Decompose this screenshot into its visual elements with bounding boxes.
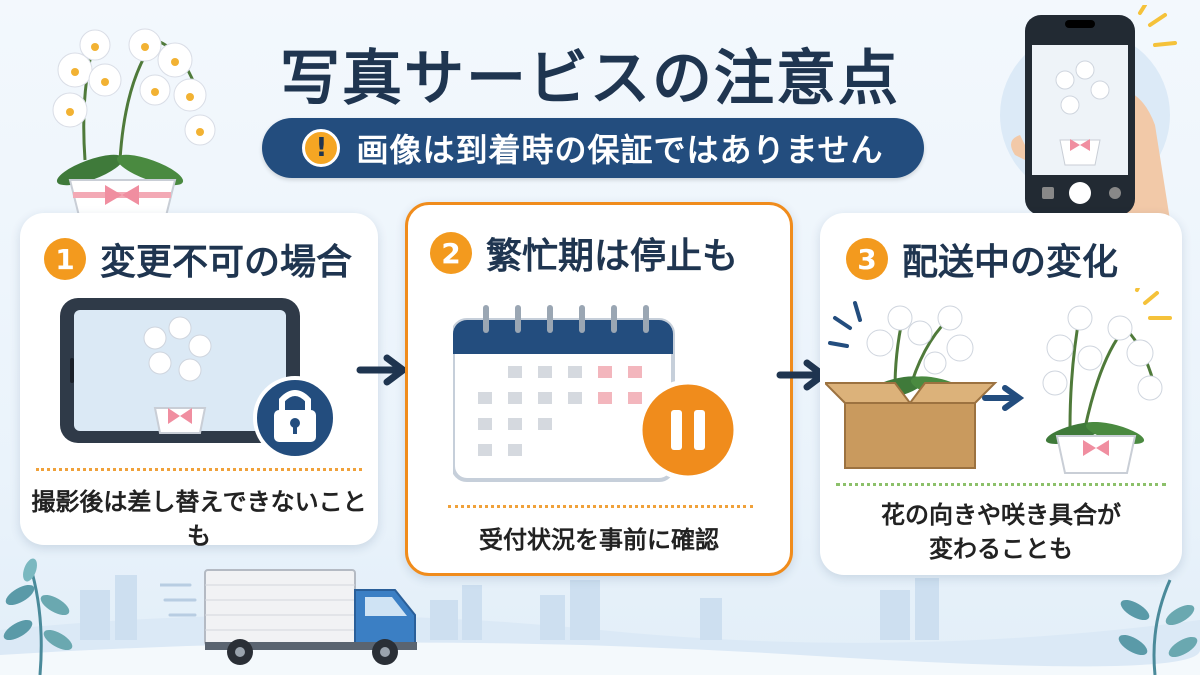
card2-header: 2 繁忙期は停止も (430, 227, 738, 279)
locked-phone-icon (60, 298, 337, 458)
notice-banner: ! 画像は到着時の保証ではありません (262, 118, 924, 178)
card-shipping-change: 3 配送中の変化 花の向きや咲き具合が 変わることも (820, 213, 1182, 575)
paused-calendar-icon (453, 305, 739, 482)
step-number-badge: 1 (44, 238, 86, 280)
step-number-badge: 2 (430, 232, 472, 274)
card2-description: 受付状況を事前に確認 (479, 526, 719, 554)
card3-description-line1: 花の向きや咲き具合が (881, 501, 1121, 529)
card2-title: 繁忙期は停止も (486, 236, 739, 277)
step-number-badge: 3 (846, 238, 888, 280)
card-unchangeable: 1 変更不可の場合 撮影後は差し替えできないことも (20, 213, 378, 550)
page-title: 写真サービスの注意点 (280, 44, 900, 114)
warning-icon: ! (302, 129, 341, 167)
smartphone-camera-icon (1000, 5, 1177, 220)
leaf-decoration-right (1118, 579, 1198, 675)
notice-text: 画像は到着時の保証ではありません (356, 131, 884, 169)
arrow-right-icon (355, 350, 415, 400)
divider (448, 505, 753, 508)
delivery-truck-icon (160, 569, 417, 665)
card3-header: 3 配送中の変化 (846, 233, 1118, 285)
divider (36, 468, 362, 471)
box-to-orchid-icon (825, 288, 1172, 474)
card1-description: 撮影後は差し替えできないことも (31, 488, 367, 550)
leaf-decoration-left (3, 558, 73, 675)
card1-title: 変更不可の場合 (100, 242, 353, 283)
card-busy-season: 2 繁忙期は停止も 受付状況を事前に確認 (405, 202, 793, 576)
card3-description-line2: 変わることも (929, 535, 1073, 563)
card1-header: 1 変更不可の場合 (44, 233, 352, 285)
orchid-plant-icon (52, 28, 216, 220)
card3-title: 配送中の変化 (902, 242, 1119, 283)
divider (836, 483, 1166, 486)
card3-description: 花の向きや咲き具合が 変わることも (820, 498, 1182, 566)
